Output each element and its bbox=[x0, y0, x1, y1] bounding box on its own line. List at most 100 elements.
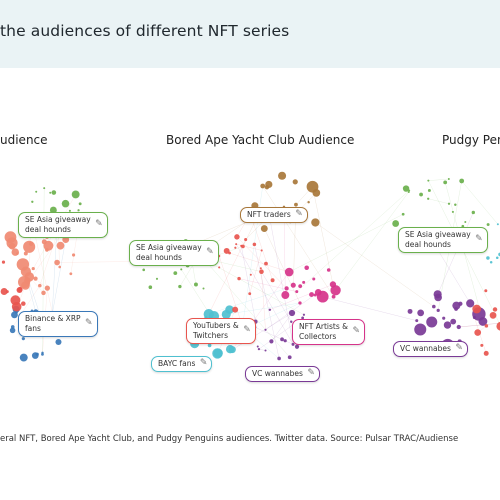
graph-edge bbox=[312, 186, 334, 285]
graph-node bbox=[486, 256, 490, 260]
edit-icon[interactable]: ✎ bbox=[475, 234, 483, 244]
graph-node bbox=[307, 200, 310, 204]
edit-icon[interactable]: ✎ bbox=[295, 209, 303, 219]
label-mid-nft-traders[interactable]: NFT traders ✎ bbox=[240, 207, 308, 223]
graph-node bbox=[77, 209, 80, 212]
graph-node bbox=[471, 210, 475, 215]
graph-edge bbox=[236, 236, 287, 289]
graph-edge bbox=[261, 271, 266, 330]
graph-node bbox=[10, 325, 15, 329]
graph-node bbox=[72, 253, 76, 257]
graph-node bbox=[173, 271, 178, 275]
graph-node bbox=[212, 348, 223, 359]
label-mid-se-asia[interactable]: SE Asia giveaway deal hounds ✎ bbox=[129, 240, 219, 266]
graph-node bbox=[472, 304, 482, 314]
graph-node bbox=[330, 285, 341, 296]
graph-edge bbox=[315, 222, 434, 307]
graph-node bbox=[484, 324, 489, 328]
graph-node bbox=[447, 178, 450, 181]
graph-edge bbox=[289, 214, 404, 273]
graph-node bbox=[68, 209, 71, 212]
graph-edge bbox=[249, 250, 262, 294]
graph-node bbox=[313, 293, 317, 297]
edit-icon[interactable]: ✎ bbox=[352, 326, 360, 336]
graph-node bbox=[311, 218, 320, 227]
graph-node bbox=[456, 324, 461, 330]
graph-edge bbox=[437, 212, 474, 295]
edit-icon[interactable]: ✎ bbox=[307, 368, 315, 378]
label-left-se-asia[interactable]: SE Asia giveaway deal hounds ✎ bbox=[18, 212, 108, 238]
graph-node bbox=[459, 178, 465, 184]
label-mid-artists[interactable]: NFT Artists & Collectors ✎ bbox=[292, 319, 365, 345]
graph-node bbox=[16, 258, 30, 271]
label-right-vc[interactable]: VC wannabes ✎ bbox=[393, 341, 468, 357]
graph-edge bbox=[428, 198, 450, 204]
edit-icon[interactable]: ✎ bbox=[85, 318, 93, 328]
graph-node bbox=[483, 350, 489, 356]
graph-node bbox=[278, 171, 287, 180]
edit-icon[interactable]: ✎ bbox=[455, 343, 463, 353]
graph-node bbox=[458, 301, 463, 306]
graph-node bbox=[486, 223, 490, 227]
graph-edge bbox=[461, 180, 499, 225]
graph-node bbox=[228, 346, 236, 354]
graph-edge bbox=[296, 190, 410, 292]
graph-node bbox=[256, 345, 259, 348]
graph-node bbox=[11, 248, 20, 256]
graph-node bbox=[11, 311, 18, 319]
graph-node bbox=[223, 247, 230, 254]
label-mid-vc[interactable]: VC wannabes ✎ bbox=[245, 366, 320, 382]
label-left-binance[interactable]: Binance & XRP fans ✎ bbox=[18, 311, 98, 337]
graph-node bbox=[194, 282, 198, 287]
label-text: SE Asia giveaway deal hounds bbox=[136, 243, 202, 262]
edit-icon[interactable]: ✎ bbox=[206, 247, 214, 257]
graph-node bbox=[218, 266, 221, 269]
graph-node bbox=[252, 242, 257, 247]
graph-node bbox=[234, 246, 237, 249]
graph-node bbox=[41, 290, 46, 296]
label-text: BAYC fans bbox=[158, 359, 196, 368]
graph-node bbox=[283, 339, 287, 343]
graph-node bbox=[61, 199, 70, 208]
graph-node bbox=[265, 180, 273, 189]
graph-node bbox=[298, 284, 303, 289]
graph-node bbox=[295, 290, 299, 294]
graph-node bbox=[294, 344, 300, 349]
graph-node bbox=[259, 267, 262, 270]
graph-node bbox=[302, 313, 306, 316]
label-mid-bayc-fans[interactable]: BAYC fans ✎ bbox=[151, 356, 213, 372]
graph-node bbox=[447, 202, 451, 205]
graph-node bbox=[427, 189, 431, 192]
graph-node bbox=[492, 307, 498, 312]
graph-node bbox=[474, 329, 482, 336]
label-mid-youtubers[interactable]: YouTubers & Twitchers ✎ bbox=[186, 318, 256, 344]
graph-node bbox=[298, 301, 302, 305]
graph-node bbox=[5, 290, 9, 294]
graph-node bbox=[17, 286, 23, 293]
graph-edge bbox=[32, 222, 55, 324]
graph-node bbox=[461, 224, 465, 228]
graph-node bbox=[257, 348, 261, 351]
graph-edge bbox=[428, 180, 500, 326]
label-right-se-asia[interactable]: SE Asia giveaway deal hounds ✎ bbox=[398, 227, 488, 253]
graph-node bbox=[1, 260, 6, 264]
graph-node bbox=[54, 259, 60, 266]
graph-edge bbox=[250, 215, 273, 281]
graph-node bbox=[407, 190, 410, 194]
graph-node bbox=[326, 268, 331, 272]
graph-node bbox=[268, 308, 272, 311]
graph-node bbox=[436, 308, 440, 313]
page-title: the audiences of different NFT series bbox=[0, 22, 290, 40]
graph-node bbox=[270, 278, 275, 283]
graph-node bbox=[49, 191, 52, 194]
graph-node bbox=[415, 319, 419, 323]
graph-node bbox=[314, 289, 322, 296]
graph-node bbox=[232, 306, 239, 313]
graph-node bbox=[244, 238, 248, 242]
edit-icon[interactable]: ✎ bbox=[243, 325, 251, 335]
graph-node bbox=[312, 277, 316, 281]
graph-edge bbox=[208, 239, 246, 315]
edit-icon[interactable]: ✎ bbox=[199, 358, 208, 368]
edit-icon[interactable]: ✎ bbox=[95, 219, 103, 229]
graph-node bbox=[417, 309, 425, 317]
